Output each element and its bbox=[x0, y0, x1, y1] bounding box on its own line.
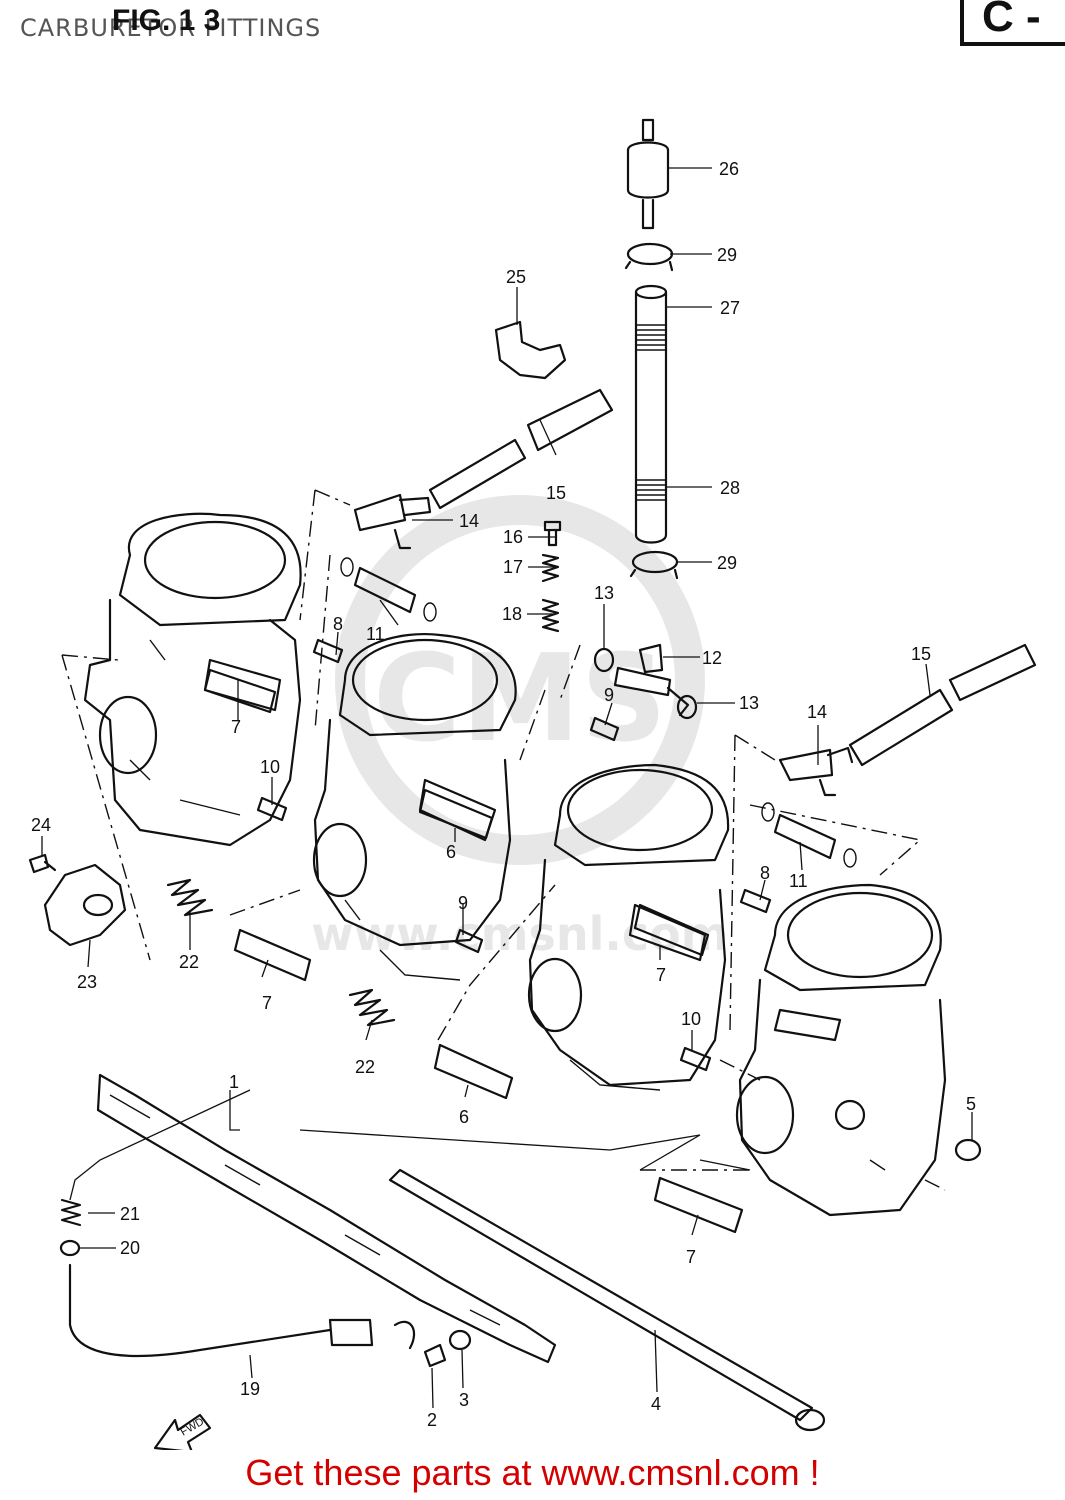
pipe-7-b bbox=[233, 928, 312, 982]
screw-2 bbox=[423, 1343, 447, 1368]
callout-labels: 1 2 3 4 5 6 6 7 7 7 7 8 8 9 9 10 10 11 1… bbox=[31, 159, 976, 1430]
t-joint-right bbox=[778, 746, 854, 797]
callout-3: 3 bbox=[459, 1390, 469, 1410]
assembly-lines bbox=[61, 489, 946, 1191]
exploded-parts-diagram: FWD 1 2 3 4 5 6 6 7 7 7 7 8 8 9 9 10 10 … bbox=[28, 118, 1037, 1450]
spring-21 bbox=[60, 1198, 82, 1227]
pipe-7-c bbox=[633, 903, 710, 957]
callout-13-a: 13 bbox=[594, 583, 614, 603]
washer-20 bbox=[59, 1239, 81, 1257]
section-box bbox=[960, 0, 1065, 46]
t-joint-left bbox=[353, 493, 432, 550]
pipe-6-a bbox=[418, 788, 494, 840]
svg-text:FWD: FWD bbox=[179, 1416, 207, 1439]
cap-13-upper bbox=[593, 647, 615, 673]
callout-17: 17 bbox=[503, 557, 523, 577]
carburetor-body-3 bbox=[527, 763, 730, 1091]
callout-28: 28 bbox=[720, 478, 740, 498]
carburetor-body-1 bbox=[83, 512, 302, 847]
washer-5 bbox=[954, 1138, 982, 1162]
callout-21: 21 bbox=[120, 1204, 140, 1224]
callout-15-b: 15 bbox=[911, 644, 931, 664]
callout-14-a: 14 bbox=[459, 511, 479, 531]
callout-8-b: 8 bbox=[760, 863, 770, 883]
fitting-9-a bbox=[589, 716, 620, 742]
pipe-6-b bbox=[433, 1043, 514, 1100]
fuel-t-fitting bbox=[613, 643, 690, 717]
callout-6-a: 6 bbox=[446, 842, 456, 862]
callout-26: 26 bbox=[719, 159, 739, 179]
spring-22-b bbox=[348, 988, 396, 1027]
callout-11-b: 11 bbox=[789, 871, 808, 891]
throttle-sensor bbox=[43, 863, 127, 947]
callout-7-b: 7 bbox=[262, 993, 272, 1013]
callout-29-a: 29 bbox=[717, 245, 737, 265]
callout-12: 12 bbox=[702, 648, 722, 668]
promo-banner[interactable]: Get these parts at www.cmsnl.com ! bbox=[245, 1452, 820, 1493]
spring-22-a bbox=[166, 878, 214, 917]
callout-24: 24 bbox=[31, 815, 51, 835]
fitting-9-b bbox=[454, 928, 484, 954]
callout-10-a: 10 bbox=[260, 757, 280, 777]
fitting-10-a bbox=[256, 796, 288, 822]
link-plate bbox=[96, 1073, 557, 1364]
callout-6-b: 6 bbox=[459, 1107, 469, 1127]
callout-19: 19 bbox=[240, 1379, 260, 1399]
pipe-11-b bbox=[761, 802, 857, 868]
callout-16: 16 bbox=[503, 527, 523, 547]
callout-7-c: 7 bbox=[656, 965, 666, 985]
callout-11-a: 11 bbox=[366, 624, 385, 644]
carburetor-body-2 bbox=[312, 633, 517, 981]
callout-4: 4 bbox=[651, 1394, 661, 1414]
pipe-7-d bbox=[653, 1176, 744, 1234]
callout-2: 2 bbox=[427, 1410, 437, 1430]
callout-13-b: 13 bbox=[739, 693, 759, 713]
spring-17 bbox=[541, 553, 560, 583]
washer-3 bbox=[448, 1329, 472, 1351]
screw-16 bbox=[543, 520, 562, 547]
callout-8-a: 8 bbox=[333, 614, 343, 634]
callout-1: 1 bbox=[229, 1072, 239, 1092]
throttle-shaft bbox=[388, 1168, 826, 1432]
hose-holder bbox=[494, 320, 567, 380]
callout-25: 25 bbox=[506, 267, 526, 287]
forward-arrow-icon: FWD bbox=[153, 1413, 212, 1450]
vent-hose-upper bbox=[428, 388, 614, 510]
vent-hose-right bbox=[848, 643, 1037, 767]
hose-clamp-upper bbox=[624, 242, 674, 272]
carburetor-body-4 bbox=[735, 883, 947, 1217]
callout-18: 18 bbox=[502, 604, 522, 624]
callout-27: 27 bbox=[720, 298, 740, 318]
figure-label: FIG. 1 3 bbox=[112, 4, 221, 37]
cap-13-lower bbox=[676, 694, 698, 720]
fuel-hose bbox=[634, 284, 668, 544]
callout-20: 20 bbox=[120, 1238, 140, 1258]
callout-10-b: 10 bbox=[681, 1009, 701, 1029]
leader-lines bbox=[41, 167, 973, 1409]
spring-18 bbox=[541, 598, 560, 633]
callout-5: 5 bbox=[966, 1094, 976, 1114]
hose-clamp-lower bbox=[629, 550, 679, 580]
callout-15-a: 15 bbox=[546, 483, 566, 503]
page-title: CARBURETOR FITTINGS bbox=[20, 14, 322, 42]
screw-24 bbox=[28, 853, 57, 874]
callout-7-d: 7 bbox=[686, 1247, 696, 1267]
callout-22-a: 22 bbox=[179, 952, 199, 972]
pipe-11-a bbox=[340, 557, 437, 622]
callout-22-b: 22 bbox=[355, 1057, 375, 1077]
fitting-8-a bbox=[312, 638, 344, 664]
callout-14-b: 14 bbox=[807, 702, 827, 722]
section-letter: C - bbox=[982, 0, 1041, 41]
callout-9-b: 9 bbox=[458, 893, 468, 913]
idle-cable bbox=[68, 1263, 416, 1358]
callout-7-a: 7 bbox=[231, 717, 241, 737]
callout-29-b: 29 bbox=[717, 553, 737, 573]
fitting-10-b bbox=[679, 1046, 712, 1072]
fuel-filter bbox=[626, 118, 670, 230]
pipe-7-a bbox=[203, 668, 277, 714]
fitting-8-b bbox=[739, 888, 772, 914]
callout-9-a: 9 bbox=[604, 685, 614, 705]
callout-23: 23 bbox=[77, 972, 97, 992]
